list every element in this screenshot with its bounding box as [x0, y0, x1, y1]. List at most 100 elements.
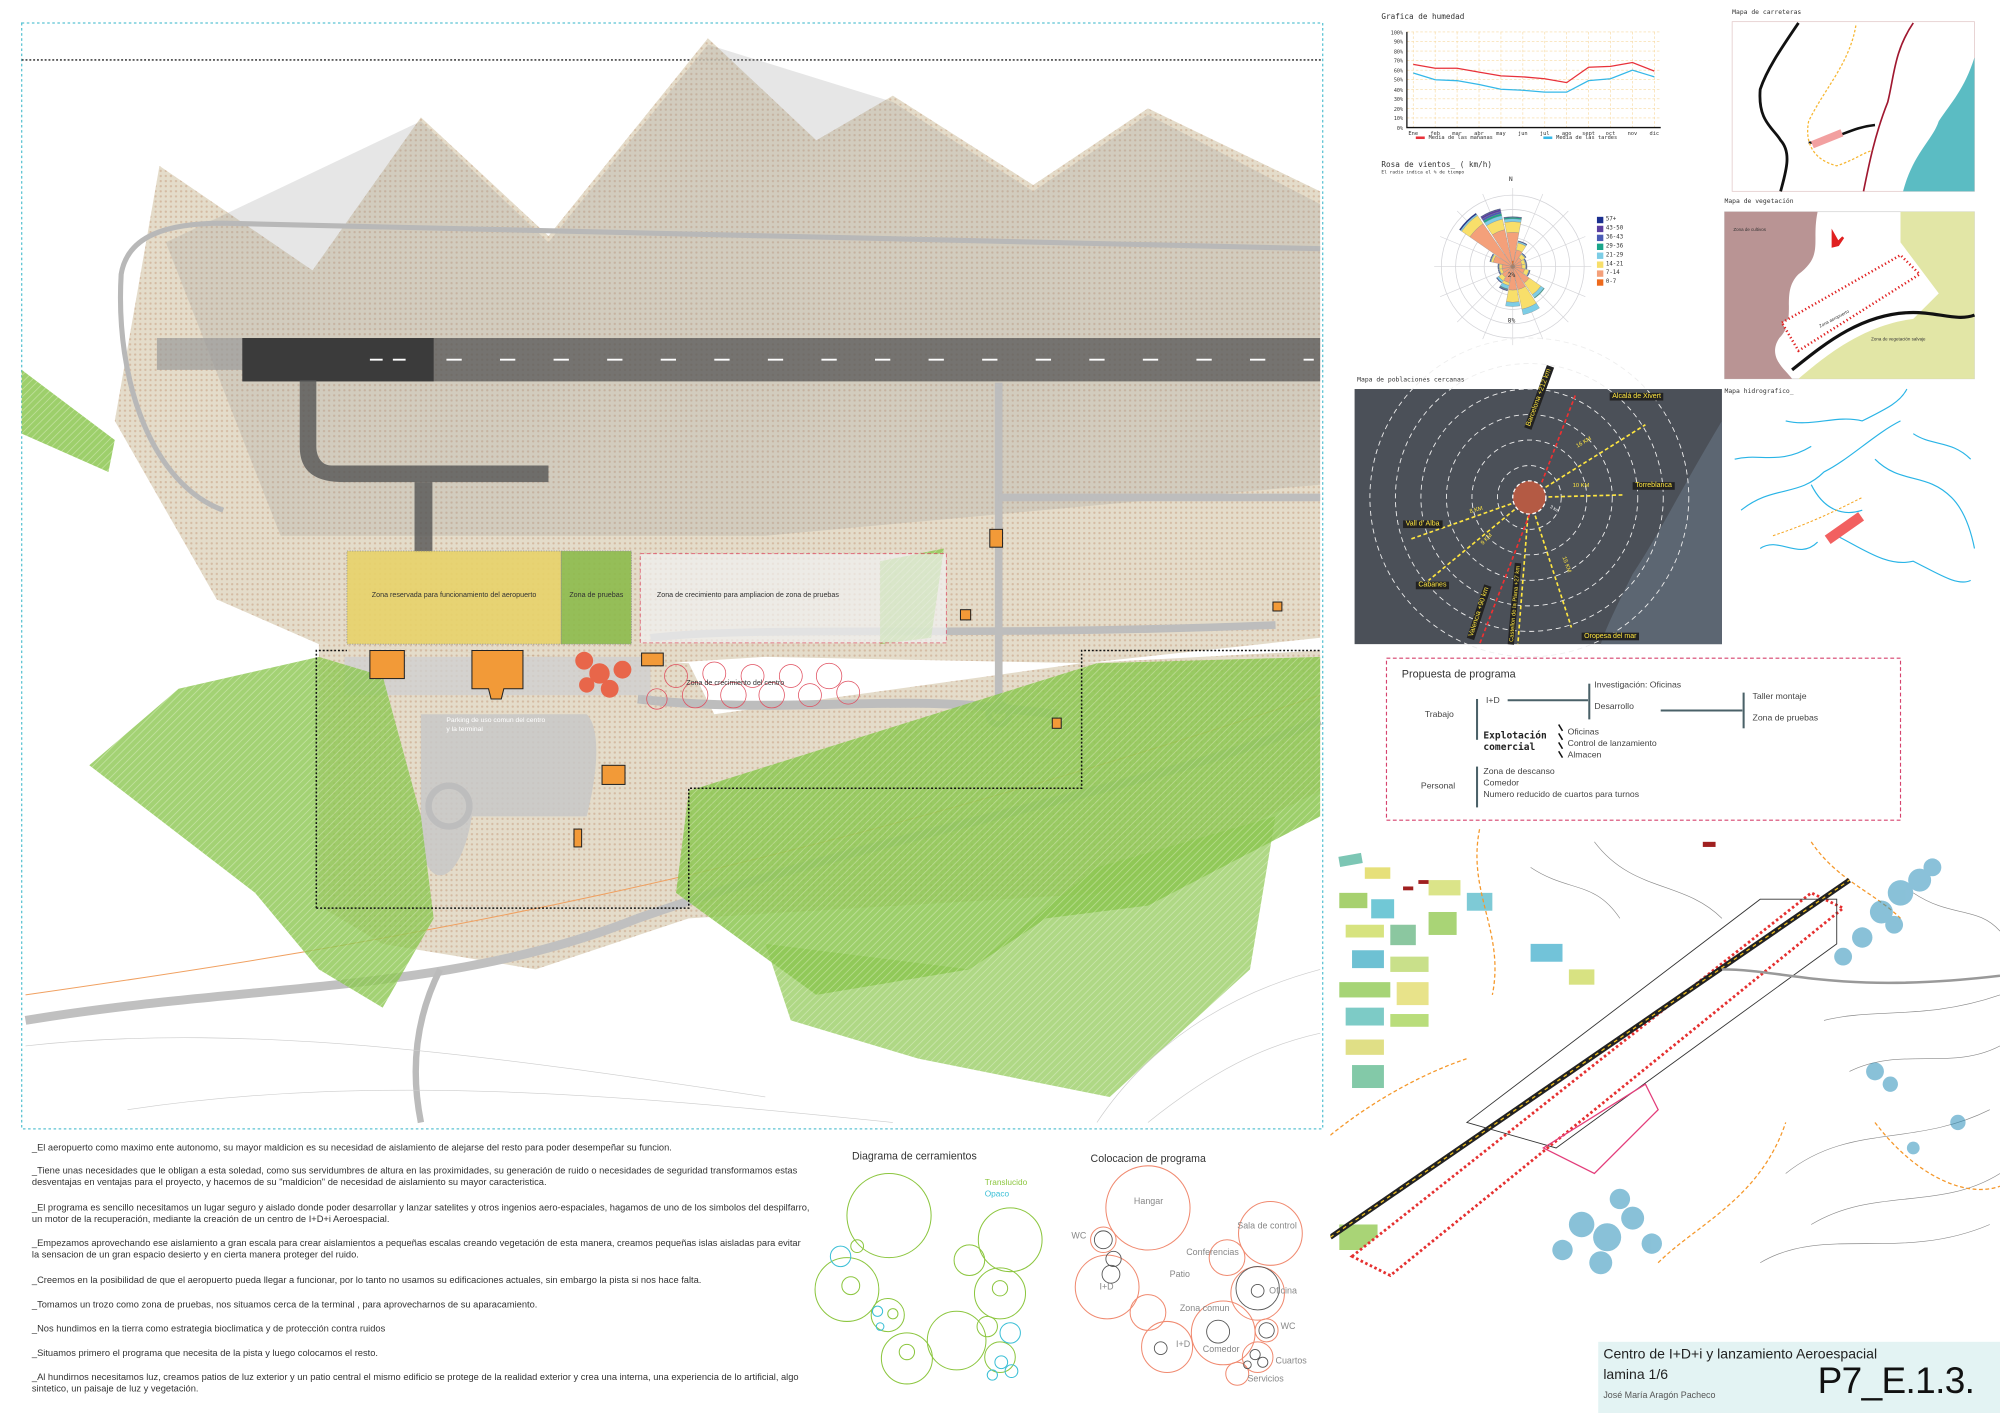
legend-afternoons: Media de las tardes	[1543, 134, 1617, 140]
y-tick-label: 50%	[1393, 76, 1404, 83]
x-tick-label: oct	[1605, 129, 1616, 136]
program-almacen: Almacen	[1567, 751, 1602, 761]
sheet-code: P7_E.1.3.	[1817, 1360, 1975, 1402]
rose-segment	[1503, 216, 1522, 219]
y-tick-label: 20%	[1393, 105, 1404, 112]
series-line	[1413, 61, 1655, 84]
legend-swatch	[1596, 225, 1604, 233]
sheet-number: lamina 1/6	[1603, 1367, 1669, 1383]
program-investigacion: Investigación: Oficinas	[1594, 681, 1682, 691]
label-patio: Patio	[1169, 1270, 1191, 1280]
crop-fields	[1338, 841, 1716, 1250]
program-trabajo: Trabajo	[1424, 710, 1454, 720]
y-tick-label: 100%	[1390, 28, 1404, 36]
x-tick-label: may	[1496, 129, 1506, 136]
cerramientos-title: Diagrama de cerramientos	[852, 1149, 977, 1162]
rose-segment	[1534, 287, 1545, 299]
y-tick-label: 80%	[1393, 47, 1404, 55]
rose-segment	[1498, 286, 1508, 292]
rose-segment	[1521, 252, 1527, 258]
rose-segment	[1523, 258, 1527, 264]
zone-growth-center-label: Zona de crecimiento del centro	[686, 679, 785, 688]
program-explotacion-line2: comercial	[1483, 741, 1536, 753]
town-label: Torreblanca	[1632, 482, 1675, 490]
legend-swatch	[1596, 270, 1604, 277]
tree-clusters	[1552, 858, 1966, 1275]
legend-translucent: Translucido	[984, 1178, 1028, 1188]
y-tick-label: 40%	[1393, 86, 1404, 93]
label-comedor: Comedor	[1202, 1345, 1240, 1355]
legend-opaque: Opaco	[984, 1190, 1010, 1199]
distance-label: 10 KM	[1572, 482, 1590, 489]
colocacion-diagram	[1074, 1165, 1303, 1386]
legend-label: 21-29	[1605, 251, 1624, 259]
parking-area	[420, 714, 597, 876]
wind-rose-subtitle: El radio indica el % de tiempo	[1381, 169, 1465, 175]
text-paragraph: _Tomamos un trozo como zona de pruebas, …	[31, 1298, 538, 1310]
rose-segment	[1459, 212, 1477, 231]
program-zona-pruebas: Zona de pruebas	[1752, 714, 1819, 724]
town-label: Vall d' Alba	[1403, 520, 1443, 529]
x-tick-label: feb	[1430, 129, 1440, 136]
zone-airport-label: Zona reservada para funcionamiento del a…	[371, 591, 537, 600]
legend-mornings-swatch	[1415, 136, 1425, 140]
legend-swatch	[1596, 234, 1604, 242]
text-paragraph: _Creemos en la posibilidad de que el aer…	[31, 1274, 702, 1286]
site-plan	[21, 22, 1324, 1130]
x-tick-label: nov	[1627, 129, 1638, 136]
wind-rose-ring-label: 2%	[1507, 271, 1516, 280]
legend-label: 7-14	[1605, 269, 1620, 277]
colocacion-title: Colocacion de programa	[1090, 1151, 1206, 1165]
text-paragraph: _Situamos primero el programa que necesi…	[31, 1346, 378, 1359]
program-oficinas: Oficinas	[1567, 728, 1599, 738]
y-tick-label: 10%	[1393, 114, 1404, 122]
rose-segment	[1526, 270, 1531, 277]
site-marker	[1512, 480, 1547, 515]
x-tick-label: dic	[1649, 129, 1660, 136]
zone-tests-rect	[560, 550, 632, 645]
legend-swatch	[1596, 261, 1604, 268]
program-taller: Taller montaje	[1752, 692, 1807, 702]
roads-map-title: Mapa de carreteras	[1732, 8, 1802, 17]
zone-growth-tests-label: Zona de crecimiento para ampliacion de z…	[656, 591, 839, 600]
airport-boundary	[1349, 891, 1846, 1278]
author-name: José María Aragón Pacheco	[1603, 1391, 1716, 1401]
label-zona-comun: Zona comun	[1179, 1304, 1230, 1314]
wind-rose-ring-label: 8%	[1507, 317, 1516, 326]
program-comedor: Comedor	[1483, 779, 1520, 789]
legend-label: 57+	[1605, 216, 1617, 223]
program-cuartos: Numero reducido de cuartos para turnos	[1483, 790, 1640, 800]
rose-segment	[1497, 269, 1501, 275]
y-tick-label: 90%	[1393, 38, 1404, 45]
towns-map-title: Mapa de poblaciones cercanas	[1357, 376, 1465, 384]
rose-segment	[1496, 277, 1503, 284]
zone-airport-rect	[346, 550, 562, 645]
label-id: I+D	[1099, 1283, 1114, 1293]
text-paragraph: _El programa es sencillo necesitamos un …	[31, 1201, 810, 1226]
y-tick-label: 60%	[1393, 66, 1404, 74]
zone-tests-label: Zona de pruebas	[569, 591, 624, 600]
vegetation-area	[676, 656, 1321, 995]
axes	[1406, 31, 1661, 129]
label-servicios: Servicios	[1247, 1374, 1284, 1384]
label-sala-control: Sala de control	[1237, 1221, 1297, 1231]
program-id: I+D	[1485, 696, 1500, 706]
wind-rose-north: N	[1508, 176, 1513, 184]
vegetation-area	[89, 656, 434, 1008]
cerramientos-diagram	[814, 1172, 1043, 1385]
crops-zone-label: Zona de cultivos	[1733, 227, 1766, 233]
wind-rose-title: Rosa de vientos_ ( km/h)	[1381, 160, 1492, 170]
label-cuartos: Cuartos	[1275, 1357, 1307, 1367]
vegetation-map-title: Mapa de vegetación	[1724, 197, 1794, 206]
rose-segment	[1521, 302, 1540, 315]
buildings	[369, 528, 1283, 848]
title-block	[1598, 1341, 2000, 1413]
town-label: Alcalá de Xivert	[1609, 392, 1664, 401]
